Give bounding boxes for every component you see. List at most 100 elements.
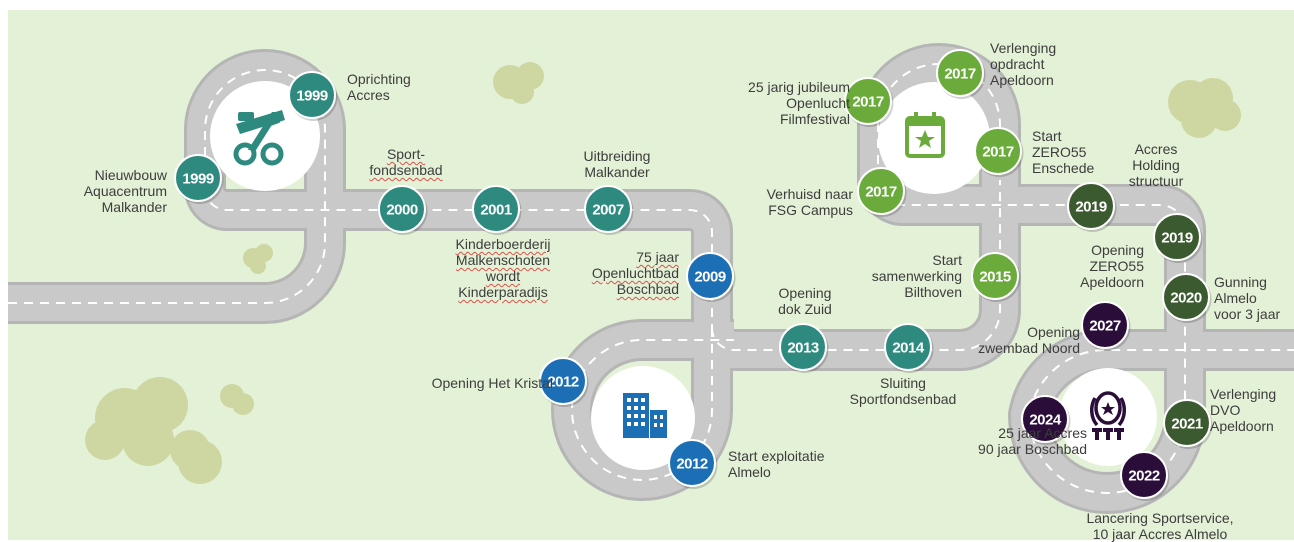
badge-circle	[971, 252, 1019, 300]
loop-disc	[878, 82, 990, 194]
badge-circle	[1081, 301, 1129, 349]
badge-year: 2017	[944, 66, 976, 83]
milestone-badge-2021: 2021	[1163, 399, 1213, 449]
badge-circle	[779, 323, 827, 371]
milestone-badge-2017: 2017	[936, 49, 986, 99]
label-1999-oprichting: Oprichting Accres	[347, 71, 411, 103]
badge-circle	[936, 49, 984, 97]
label-2007-uitbreiding: Uitbreiding Malkander	[583, 148, 651, 180]
milestone-badges: 1999 1999 2000 2001 2007 2009 2012 2012 2013 2014…	[174, 49, 1213, 501]
badge-circle	[974, 127, 1022, 175]
milestone-badge-2007: 2007	[584, 185, 634, 235]
label-2000-sportfondsenbad: Sport- fondsenbad	[360, 146, 452, 178]
badge-year: 2000	[386, 202, 418, 219]
label-2017-fsg: Verhuisd naar FSG Campus	[766, 186, 853, 218]
label-2009-text: 75 jaar Openluchtbad Boschbad	[591, 249, 679, 297]
badge-circle	[1067, 182, 1115, 230]
bush	[243, 244, 273, 274]
label-2022-sportservice: Lancering Sportservice, 10 jaar Accres A…	[1086, 510, 1234, 542]
badge-year: 2009	[694, 269, 726, 286]
badge-year: 2024	[1029, 412, 1062, 429]
milestone-badge-2009: 2009	[686, 252, 736, 302]
milestone-badge-2019: 2019	[1153, 213, 1203, 263]
badge-year: 2022	[1128, 468, 1160, 485]
badge-year: 1999	[182, 171, 214, 188]
badge-year: 2012	[676, 456, 708, 473]
milestone-badge-1999: 1999	[174, 154, 224, 204]
milestone-badge-1999: 1999	[288, 71, 338, 121]
bush	[1168, 78, 1241, 138]
badge-year: 2021	[1171, 416, 1203, 433]
milestone-badge-2015: 2015	[971, 252, 1021, 302]
milestone-badge-2014: 2014	[884, 323, 934, 373]
bush	[220, 384, 254, 415]
bushes	[85, 62, 1241, 484]
badge-circle	[472, 185, 520, 233]
balloons-icon	[1090, 391, 1126, 440]
badge-circle	[539, 357, 587, 405]
badge-year: 2014	[892, 340, 925, 357]
milestone-badge-2000: 2000	[378, 185, 428, 235]
badge-year: 2019	[1161, 230, 1193, 247]
milestone-badge-2013: 2013	[779, 323, 829, 373]
milestone-badge-2017: 2017	[857, 167, 907, 217]
badge-year: 2007	[592, 202, 624, 219]
badge-year: 2017	[865, 184, 897, 201]
label-2001-text: Kinderboerderij Malkenschoten wordt Kind…	[455, 236, 551, 300]
badge-circle	[584, 185, 632, 233]
loop-2012	[591, 366, 695, 470]
label-2014-sluiting: Sluiting Sportfondsenbad	[849, 375, 957, 407]
milestone-badge-2012: 2012	[539, 357, 589, 407]
badge-circle	[1021, 395, 1069, 443]
label-2013-dok-zuid: Opening dok Zuid	[778, 285, 832, 317]
label-2019-zero55-apeldoorn: Opening ZERO55 Apeldoorn	[1080, 242, 1144, 290]
milestone-badge-2027: 2027	[1081, 301, 1131, 351]
badge-circle	[378, 185, 426, 233]
label-2017-apeldoorn: Verlenging opdracht Apeldoorn	[990, 40, 1057, 88]
badge-circle	[1162, 273, 1210, 321]
milestone-badge-2001: 2001	[472, 185, 522, 235]
badge-year: 2013	[787, 340, 819, 357]
label-2020-almelo: Gunning Almelo voor 3 jaar	[1214, 274, 1281, 322]
badge-year: 2017	[982, 144, 1014, 161]
badge-year: 2020	[1170, 290, 1202, 307]
badge-year: 2027	[1089, 318, 1121, 335]
badge-year: 2017	[852, 94, 884, 111]
badge-year: 2015	[979, 269, 1011, 286]
milestone-badge-2020: 2020	[1162, 273, 1212, 323]
label-2001-kinderboerderij: Kinderboerderij Malkenschoten wordt Kind…	[438, 236, 568, 300]
badge-circle	[857, 167, 905, 215]
badge-circle	[1120, 451, 1168, 499]
label-2027-zwembad: Opening zwembad Noord	[978, 324, 1080, 356]
building-icon	[623, 393, 667, 438]
calendar-star-icon	[905, 112, 945, 158]
label-2015-bilthoven: Start samenwerking Bilthoven	[871, 252, 962, 300]
badge-year: 2019	[1075, 199, 1107, 216]
label-2017-filmfestival: 25 jarig jubileum Openlucht Filmfestival	[748, 79, 850, 127]
milestone-badge-2024: 2024	[1021, 395, 1071, 445]
badge-year: 2001	[480, 202, 512, 219]
label-2012-almelo: Start exploitatie Almelo	[728, 448, 825, 480]
badge-circle	[288, 71, 336, 119]
badge-circle	[174, 154, 222, 202]
milestone-badge-2022: 2022	[1120, 451, 1170, 501]
label-2009-openluchtbad: 75 jaar Openluchtbad Boschbad	[592, 249, 679, 297]
milestone-badge-2017: 2017	[974, 127, 1024, 177]
seesaw-icon	[233, 110, 285, 166]
bush	[493, 62, 544, 104]
bush	[85, 377, 222, 484]
badge-circle	[1153, 213, 1201, 261]
label-2019-holding: Accres Holding structuur	[1128, 141, 1184, 189]
badge-circle	[844, 77, 892, 125]
label-2000-text: Sport- fondsenbad	[369, 146, 443, 178]
label-2012-kristal: Opening Het Kristal	[431, 375, 553, 391]
badge-year: 1999	[296, 88, 328, 105]
label-1999-aquacentrum: Nieuwbouw Aquacentrum Malkander	[83, 167, 167, 215]
label-2024-jubileum: 25 jaar Accres 90 jaar Boschbad	[978, 425, 1087, 457]
loop-2024	[1059, 368, 1157, 466]
badge-year: 2012	[547, 374, 579, 391]
loop-2017	[878, 82, 990, 194]
milestone-badge-2017: 2017	[844, 77, 894, 127]
badge-circle	[1163, 399, 1211, 447]
